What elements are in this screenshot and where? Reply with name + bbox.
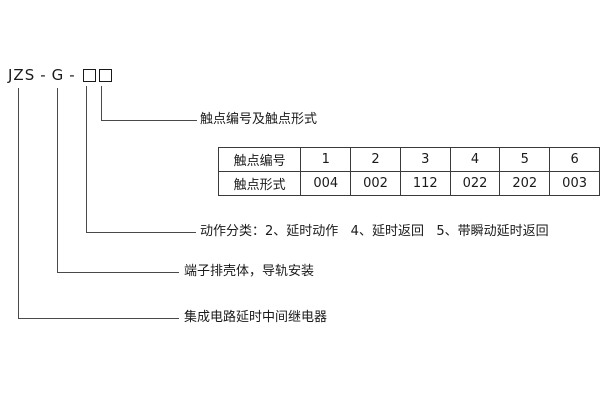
model-separator-1: - xyxy=(40,66,47,84)
contact-form-cell: 202 xyxy=(499,171,551,196)
contact-form-cell: 004 xyxy=(300,171,352,196)
placeholder-box-2 xyxy=(98,68,112,82)
contact-number-cell: 1 xyxy=(300,147,352,172)
model-code: JZS - G - xyxy=(8,66,112,84)
callout-line-contact xyxy=(101,86,197,121)
model-separator-2: - xyxy=(69,66,76,84)
callout-line-action xyxy=(86,86,196,233)
callout-label-action: 动作分类：2、延时动作 4、延时返回 5、带瞬动延时返回 xyxy=(200,224,549,239)
callout-line-housing xyxy=(57,88,179,273)
contact-number-cell: 6 xyxy=(549,147,600,172)
contact-number-cell: 3 xyxy=(399,147,451,172)
table-row-contact-form: 触点形式 004 002 112 022 202 003 xyxy=(217,171,600,196)
callout-label-contact: 触点编号及触点形式 xyxy=(200,112,318,127)
row-header-contact-form: 触点形式 xyxy=(217,171,302,196)
contact-spec-table: 触点编号 1 2 3 4 5 6 触点形式 004 002 112 022 20… xyxy=(217,147,600,196)
model-placeholder-boxes xyxy=(82,68,112,82)
callout-label-product: 集成电路延时中间继电器 xyxy=(184,310,328,325)
contact-form-cell: 112 xyxy=(399,171,451,196)
contact-form-cell: 022 xyxy=(449,171,501,196)
contact-form-cell: 002 xyxy=(350,171,401,196)
model-prefix: JZS xyxy=(8,66,36,84)
placeholder-box-1 xyxy=(82,68,96,82)
model-series: G xyxy=(51,66,65,84)
callout-label-housing: 端子排壳体，导轨安装 xyxy=(184,264,315,279)
table-row-contact-number: 触点编号 1 2 3 4 5 6 xyxy=(217,147,600,172)
contact-number-cell: 4 xyxy=(449,147,501,172)
row-header-contact-number: 触点编号 xyxy=(217,147,302,172)
contact-form-cell: 003 xyxy=(549,171,600,196)
contact-number-cell: 2 xyxy=(350,147,401,172)
callout-line-product xyxy=(18,88,179,319)
contact-number-cell: 5 xyxy=(499,147,551,172)
